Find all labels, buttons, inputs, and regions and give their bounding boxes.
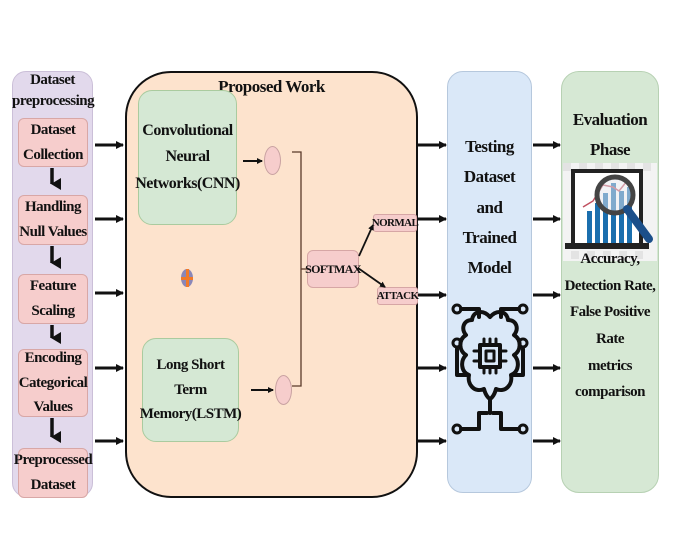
testing-label: Testing Dataset and Trained Model [447,132,532,283]
step-label: Feature [29,278,77,295]
evaluation-title: Evaluation Phase [561,105,659,165]
step-label: Preprocessed [13,452,93,469]
arrow-softmax-to-normal [358,224,374,257]
testing-label-line: Trained [462,227,517,247]
proposed-work-title: Proposed Work [218,77,325,96]
step-label: Dataset [30,121,76,138]
arrow-softmax-to-attack [357,267,386,288]
cnn-label: Networks(CNN) [135,174,240,192]
lstm-label: Long Short [156,356,225,373]
testing-label-line: Testing [465,137,514,156]
evaluation-metrics: Accuracy, Detection Rate, False Positive… [561,246,659,406]
step-label: Encoding [24,349,82,366]
metric-line: metrics [588,357,632,374]
testing-panel [447,71,532,493]
preprocessing-title-line1: Dataset [30,72,75,88]
evaluation-title-line: Phase [590,139,631,159]
preprocessing-title-line2: preprocessing [12,92,95,109]
step-label: Values [33,399,73,416]
metric-line: False Positive [569,304,651,321]
normal-output: NORMAL [372,214,419,232]
step-label: Categorical [18,374,88,391]
attack-output: ATTACK [377,287,419,305]
lstm-output-node [275,375,292,405]
step-label: Null Values [19,224,87,240]
metric-line: Detection Rate, [564,277,656,294]
step-label: Dataset [30,477,76,493]
evaluation-title-line: Evaluation [572,110,648,129]
testing-label-line: Dataset [463,167,516,187]
cnn-label: Convolutional [142,121,233,139]
testing-label-line: and [476,197,503,217]
lstm-label: Term [174,381,207,398]
step-label: Handling [24,199,82,216]
testing-label-line: Model [467,258,512,277]
step-label: Scaling [31,303,75,319]
ai-brain-chip-icon [451,303,529,435]
evaluation-panel [561,71,659,493]
metric-line: Accuracy, [580,251,640,267]
metric-line: comparison [575,384,646,401]
crosshair-marker-icon [181,269,193,287]
step-label: Collection [23,146,84,163]
cnn-output-node [264,146,281,175]
preprocessing-title: Dataset preprocessing [12,70,95,113]
merge-connector [292,151,302,387]
lstm-label: Memory(LSTM) [139,406,242,423]
cnn-label: Neural [165,148,210,166]
metric-line: Rate [596,331,625,348]
analytics-magnifier-icon [563,163,657,261]
